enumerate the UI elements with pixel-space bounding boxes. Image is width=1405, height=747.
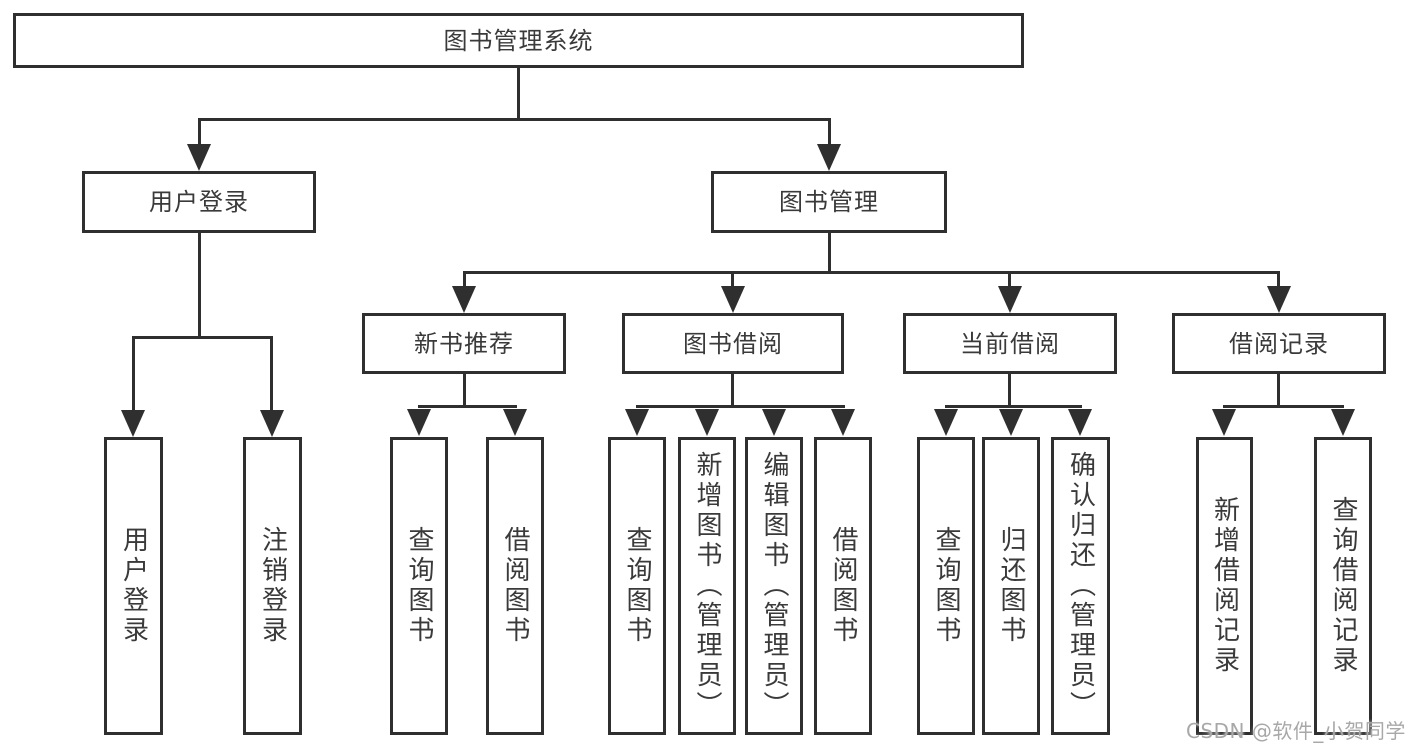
arrow-down-icon — [452, 286, 476, 313]
connector-line — [1223, 405, 1344, 408]
connector-line — [418, 405, 517, 408]
arrow-down-icon — [1267, 286, 1291, 313]
connector-line — [463, 271, 466, 287]
connector-line — [828, 118, 831, 146]
connector-line — [198, 118, 831, 121]
node-leaf-query-books-current: 查询图书 — [917, 437, 975, 735]
arrow-down-icon — [503, 409, 527, 436]
node-book-borrow: 图书借阅 — [622, 313, 844, 374]
node-leaf-borrow-books-recommend: 借阅图书 — [486, 437, 544, 735]
node-leaf-query-books-recommend: 查询图书 — [390, 437, 448, 735]
csdn-watermark: CSDN @软件_小贺同学 — [1186, 719, 1405, 743]
connector-line — [828, 233, 831, 271]
node-current-borrow: 当前借阅 — [903, 313, 1117, 374]
node-borrow-records: 借阅记录 — [1172, 313, 1386, 374]
arrow-down-icon — [625, 409, 649, 436]
arrow-down-icon — [998, 286, 1022, 313]
node-new-book-recommend: 新书推荐 — [362, 313, 566, 374]
node-library-system: 图书管理系统 — [13, 13, 1024, 68]
node-leaf-edit-books-admin: 编辑图书（管理员） — [745, 437, 803, 735]
arrow-down-icon — [695, 409, 719, 436]
arrow-down-icon — [934, 409, 958, 436]
node-book-management: 图书管理 — [711, 171, 947, 233]
connector-line — [463, 374, 466, 406]
connector-line — [731, 374, 734, 406]
node-leaf-user-login: 用户登录 — [104, 437, 163, 735]
node-leaf-confirm-return-admin: 确认归还（管理员） — [1051, 437, 1110, 735]
node-leaf-query-books-borrow: 查询图书 — [608, 437, 666, 735]
arrow-down-icon — [187, 144, 211, 171]
arrow-down-icon — [1331, 409, 1355, 436]
connector-line — [132, 336, 273, 339]
arrow-down-icon — [831, 409, 855, 436]
arrow-down-icon — [999, 409, 1023, 436]
connector-line — [1008, 271, 1011, 287]
connector-line — [198, 233, 201, 336]
connector-line — [463, 271, 1280, 274]
arrow-down-icon — [817, 144, 841, 171]
connector-line — [731, 271, 734, 287]
connector-line — [198, 118, 201, 146]
node-leaf-query-borrow-record: 查询借阅记录 — [1314, 437, 1372, 735]
arrow-down-icon — [1068, 409, 1092, 436]
connector-line — [1008, 374, 1011, 406]
node-leaf-borrow-books: 借阅图书 — [814, 437, 872, 735]
connector-line — [1277, 374, 1280, 406]
connector-line — [270, 336, 273, 410]
connector-line — [1277, 271, 1280, 287]
connector-line — [636, 405, 845, 408]
arrow-down-icon — [1212, 409, 1236, 436]
arrow-down-icon — [260, 410, 284, 437]
node-leaf-logout: 注销登录 — [243, 437, 302, 735]
connector-line — [945, 405, 1082, 408]
arrow-down-icon — [407, 409, 431, 436]
arrow-down-icon — [121, 410, 145, 437]
arrow-down-icon — [762, 409, 786, 436]
connector-line — [517, 68, 520, 118]
connector-line — [132, 336, 135, 410]
node-leaf-add-borrow-record: 新增借阅记录 — [1196, 437, 1253, 735]
node-leaf-return-books: 归还图书 — [982, 437, 1040, 735]
arrow-down-icon — [721, 286, 745, 313]
node-user-login: 用户登录 — [82, 171, 316, 233]
node-leaf-add-books-admin: 新增图书（管理员） — [678, 437, 736, 735]
